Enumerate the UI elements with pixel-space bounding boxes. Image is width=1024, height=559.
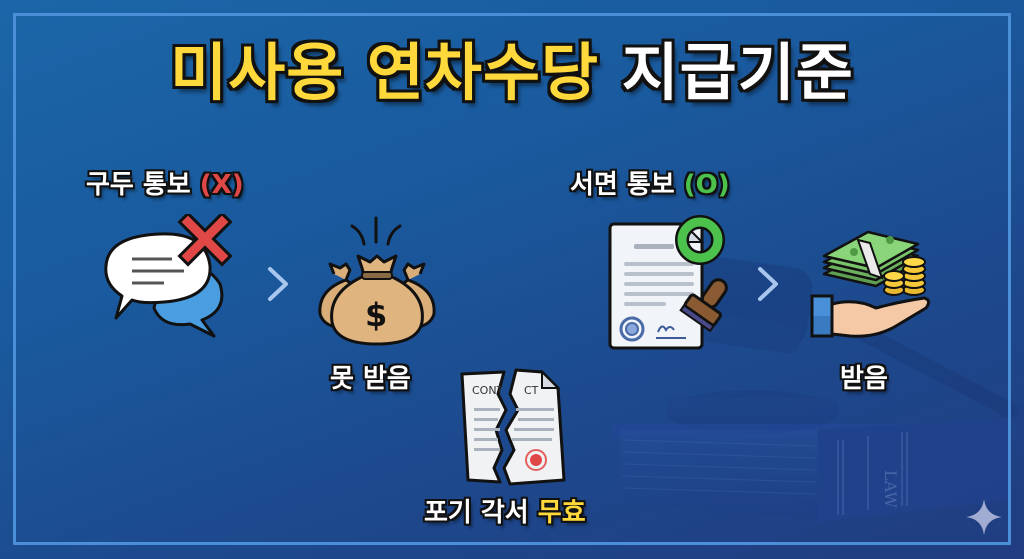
stamped-document-with-o-icon bbox=[608, 215, 728, 350]
speech-bubbles-with-x-icon bbox=[104, 214, 232, 338]
svg-text:$: $ bbox=[365, 296, 387, 334]
x-mark: (X) bbox=[199, 170, 244, 200]
sparkle-icon bbox=[966, 499, 1002, 535]
page-title: 미사용 연차수당 지급기준 bbox=[0, 42, 1024, 104]
torn-contract-icon: CONT CT bbox=[460, 368, 566, 486]
waiver-invalid-label: 포기 각서 무효 bbox=[424, 498, 586, 528]
paid-label: 받음 bbox=[840, 364, 888, 394]
o-mark: (O) bbox=[683, 170, 730, 200]
cash-in-hand-icon bbox=[810, 230, 931, 338]
inner-frame-border bbox=[13, 13, 1011, 545]
written-notice-heading: 서면 통보 (O) bbox=[570, 170, 730, 200]
verbal-notice-heading: 구두 통보 (X) bbox=[86, 170, 244, 200]
contract-text-left: CONT bbox=[472, 384, 504, 397]
chevron-right-icon bbox=[268, 267, 288, 301]
contract-text-right: CT bbox=[524, 384, 539, 397]
title-normal: 지급기준 bbox=[621, 36, 854, 109]
title-highlight: 미사용 연차수당 bbox=[170, 36, 600, 109]
not-paid-label: 못 받음 bbox=[330, 364, 411, 394]
chevron-right-icon bbox=[758, 267, 778, 301]
money-bags-icon: $ $ $ bbox=[318, 216, 436, 346]
